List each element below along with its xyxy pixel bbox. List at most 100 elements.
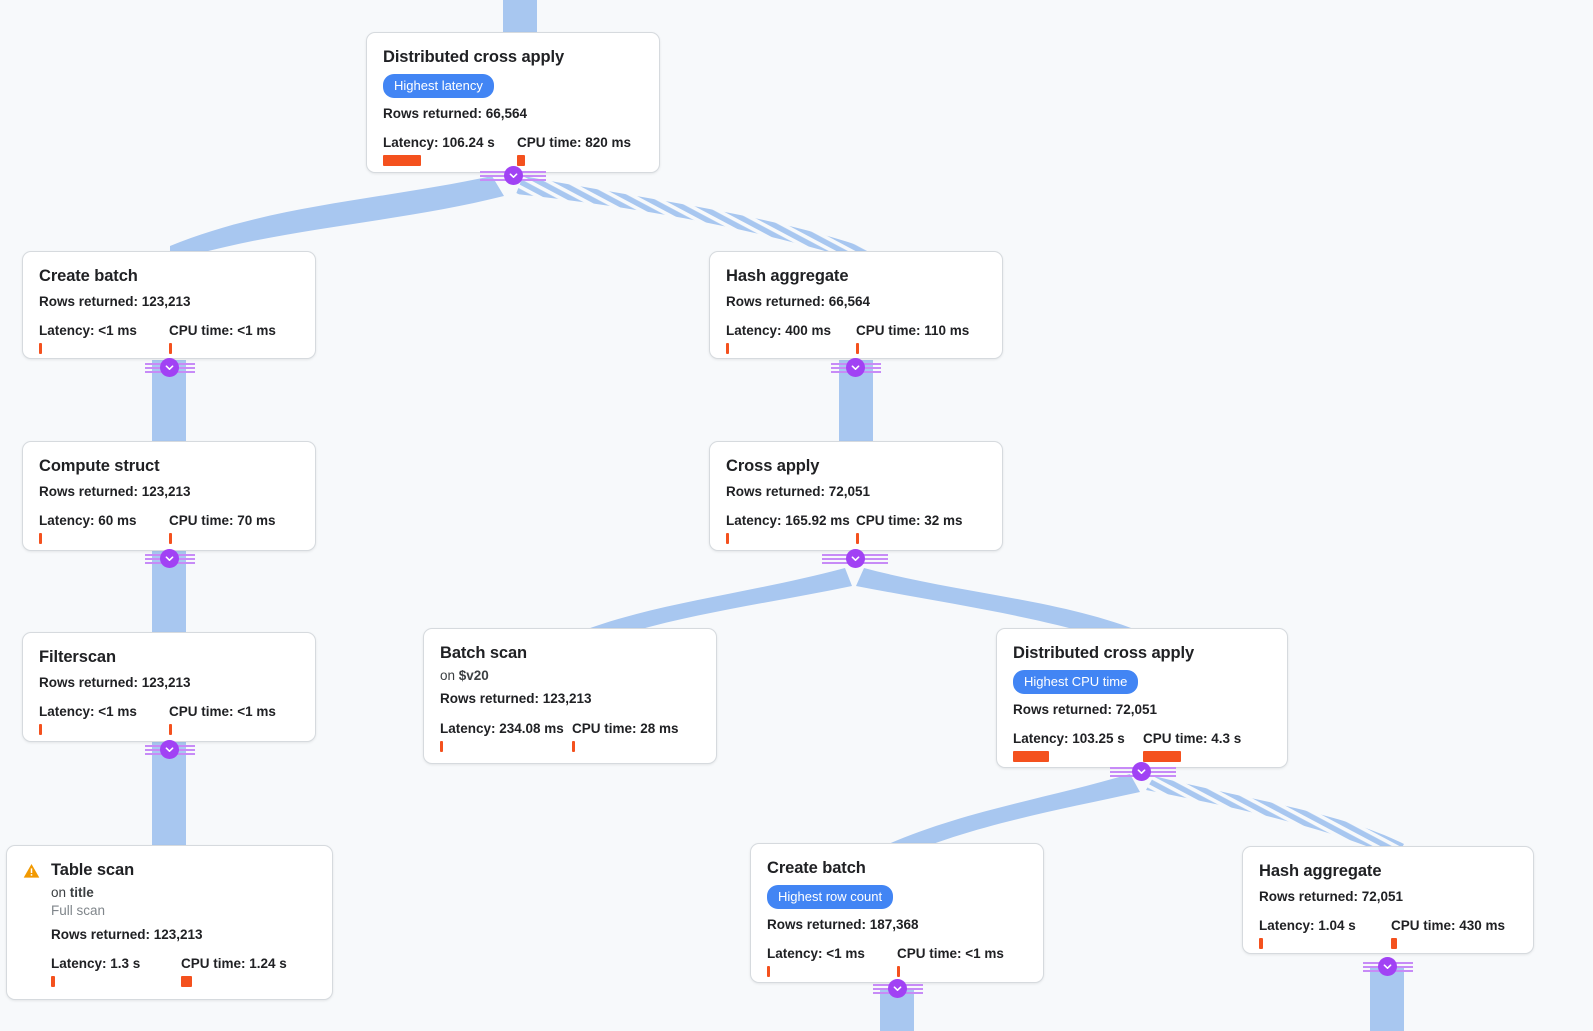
plan-node-distributed-cross-apply-root[interactable]: Distributed cross apply Highest latency … bbox=[366, 32, 660, 173]
chevron-down-icon bbox=[165, 556, 174, 561]
cpu-bar bbox=[181, 976, 192, 988]
plan-node-table-scan[interactable]: Table scan on title Full scan Rows retur… bbox=[6, 845, 333, 1000]
latency-bar bbox=[767, 966, 770, 978]
collapse-button-hash-aggregate-top[interactable] bbox=[846, 358, 865, 377]
plan-node-cross-apply[interactable]: Cross apply Rows returned: 72,051 Latenc… bbox=[709, 441, 1003, 551]
cpu-metric: CPU time: 28 ms bbox=[572, 721, 679, 752]
latency-metric: Latency: 165.92 ms bbox=[726, 513, 856, 545]
node-target: on $v20 bbox=[440, 667, 700, 685]
cpu-bar bbox=[1391, 938, 1397, 950]
node-title: Create batch bbox=[39, 267, 138, 285]
cpu-bar bbox=[517, 155, 525, 167]
rows-returned: Rows returned: 123,213 bbox=[51, 926, 203, 942]
cpu-bar bbox=[169, 724, 172, 736]
cpu-bar bbox=[897, 966, 900, 978]
chevron-down-icon bbox=[893, 986, 902, 991]
node-target: on title bbox=[51, 884, 316, 902]
plan-node-distributed-cross-apply-cpu[interactable]: Distributed cross apply Highest CPU time… bbox=[996, 628, 1288, 768]
chevron-down-icon bbox=[165, 747, 174, 752]
plan-node-compute-struct[interactable]: Compute struct Rows returned: 123,213 La… bbox=[22, 441, 316, 551]
cpu-metric: CPU time: <1 ms bbox=[897, 946, 1004, 978]
latency-label: Latency: 400 ms bbox=[726, 323, 832, 339]
collapse-button-compute-struct[interactable] bbox=[160, 549, 179, 568]
latency-label: Latency: <1 ms bbox=[39, 704, 137, 720]
node-title: Create batch bbox=[767, 859, 866, 877]
latency-bar bbox=[1259, 938, 1263, 950]
latency-label: Latency: 234.08 ms bbox=[440, 720, 564, 736]
node-title: Compute struct bbox=[39, 457, 160, 475]
collapse-button-distributed-cross-apply-cpu[interactable] bbox=[1132, 762, 1151, 781]
chevron-down-icon bbox=[165, 365, 174, 370]
cpu-bar bbox=[572, 740, 575, 752]
latency-metric: Latency: 103.25 s bbox=[1013, 731, 1143, 763]
latency-metric: Latency: 1.3 s bbox=[51, 956, 181, 988]
latency-metric: Latency: 60 ms bbox=[39, 513, 169, 545]
latency-bar bbox=[51, 976, 55, 988]
cpu-label: CPU time: 32 ms bbox=[856, 513, 963, 529]
cpu-metric: CPU time: 430 ms bbox=[1391, 918, 1505, 950]
plan-node-create-batch-rows[interactable]: Create batch Highest row count Rows retu… bbox=[750, 843, 1044, 983]
metrics-row: Latency: <1 ms CPU time: <1 ms bbox=[39, 704, 299, 736]
metrics-row: Latency: 60 ms CPU time: 70 ms bbox=[39, 513, 299, 545]
latency-bar bbox=[39, 343, 42, 355]
collapse-button-cross-apply[interactable] bbox=[846, 549, 865, 568]
collapse-button-filterscan[interactable] bbox=[160, 740, 179, 759]
cpu-bar bbox=[856, 533, 859, 545]
latency-metric: Latency: <1 ms bbox=[39, 323, 169, 355]
cpu-label: CPU time: <1 ms bbox=[897, 946, 1004, 962]
on-prefix: on bbox=[51, 884, 70, 900]
cpu-label: CPU time: 110 ms bbox=[856, 323, 970, 339]
plan-node-filterscan[interactable]: Filterscan Rows returned: 123,213 Latenc… bbox=[22, 632, 316, 742]
cpu-label: CPU time: 4.3 s bbox=[1143, 731, 1242, 747]
edge-top-stub bbox=[503, 0, 537, 32]
node-title: Hash aggregate bbox=[1259, 862, 1382, 880]
latency-label: Latency: 106.24 s bbox=[383, 135, 495, 151]
collapse-button-root[interactable] bbox=[504, 166, 523, 185]
plan-node-create-batch-left[interactable]: Create batch Rows returned: 123,213 Late… bbox=[22, 251, 316, 359]
latency-label: Latency: 103.25 s bbox=[1013, 731, 1125, 747]
warning-icon bbox=[23, 863, 40, 879]
collapse-button-create-batch-left[interactable] bbox=[160, 358, 179, 377]
latency-bar bbox=[383, 155, 421, 167]
latency-bar bbox=[39, 533, 42, 545]
node-title: Distributed cross apply bbox=[383, 48, 565, 66]
cpu-metric: CPU time: 820 ms bbox=[517, 135, 631, 167]
latency-label: Latency: 165.92 ms bbox=[726, 513, 850, 529]
cpu-bar bbox=[169, 533, 172, 545]
collapse-button-hash-aggregate-bottom[interactable] bbox=[1378, 957, 1397, 976]
latency-label: Latency: 1.3 s bbox=[51, 956, 141, 972]
cpu-label: CPU time: 70 ms bbox=[169, 513, 276, 529]
cpu-metric: CPU time: 110 ms bbox=[856, 323, 970, 355]
latency-label: Latency: 60 ms bbox=[39, 513, 137, 529]
latency-label: Latency: <1 ms bbox=[767, 946, 865, 962]
status-badge: Highest row count bbox=[767, 884, 894, 909]
cpu-label: CPU time: 1.24 s bbox=[181, 956, 287, 972]
chevron-down-icon bbox=[1137, 769, 1146, 774]
collapse-button-create-batch-rows[interactable] bbox=[888, 979, 907, 998]
metrics-row: Latency: 1.04 s CPU time: 430 ms bbox=[1259, 918, 1517, 950]
edge-root-to-create-batch bbox=[170, 176, 504, 262]
chevron-down-icon bbox=[851, 556, 860, 561]
latency-metric: Latency: <1 ms bbox=[39, 704, 169, 736]
latency-metric: Latency: 1.04 s bbox=[1259, 918, 1391, 950]
plan-node-hash-aggregate-bottom[interactable]: Hash aggregate Rows returned: 72,051 Lat… bbox=[1242, 846, 1534, 954]
latency-bar bbox=[726, 343, 729, 355]
cpu-label: CPU time: 28 ms bbox=[572, 720, 679, 736]
rows-returned: Rows returned: 123,213 bbox=[440, 691, 592, 707]
metrics-row: Latency: 234.08 ms CPU time: 28 ms bbox=[440, 721, 700, 752]
cpu-metric: CPU time: 32 ms bbox=[856, 513, 963, 545]
on-prefix: on bbox=[440, 667, 459, 683]
latency-metric: Latency: <1 ms bbox=[767, 946, 897, 978]
scan-detail: Full scan bbox=[51, 903, 106, 919]
cpu-metric: CPU time: <1 ms bbox=[169, 704, 276, 736]
latency-label: Latency: <1 ms bbox=[39, 323, 137, 339]
metrics-row: Latency: <1 ms CPU time: <1 ms bbox=[39, 323, 299, 355]
node-title: Batch scan bbox=[440, 644, 528, 662]
cpu-metric: CPU time: <1 ms bbox=[169, 323, 276, 355]
plan-node-hash-aggregate-top[interactable]: Hash aggregate Rows returned: 66,564 Lat… bbox=[709, 251, 1003, 359]
rows-returned: Rows returned: 187,368 bbox=[767, 916, 919, 932]
plan-node-batch-scan[interactable]: Batch scan on $v20 Rows returned: 123,21… bbox=[423, 628, 717, 764]
metrics-row: Latency: <1 ms CPU time: <1 ms bbox=[767, 946, 1027, 978]
cpu-metric: CPU time: 1.24 s bbox=[181, 956, 287, 988]
